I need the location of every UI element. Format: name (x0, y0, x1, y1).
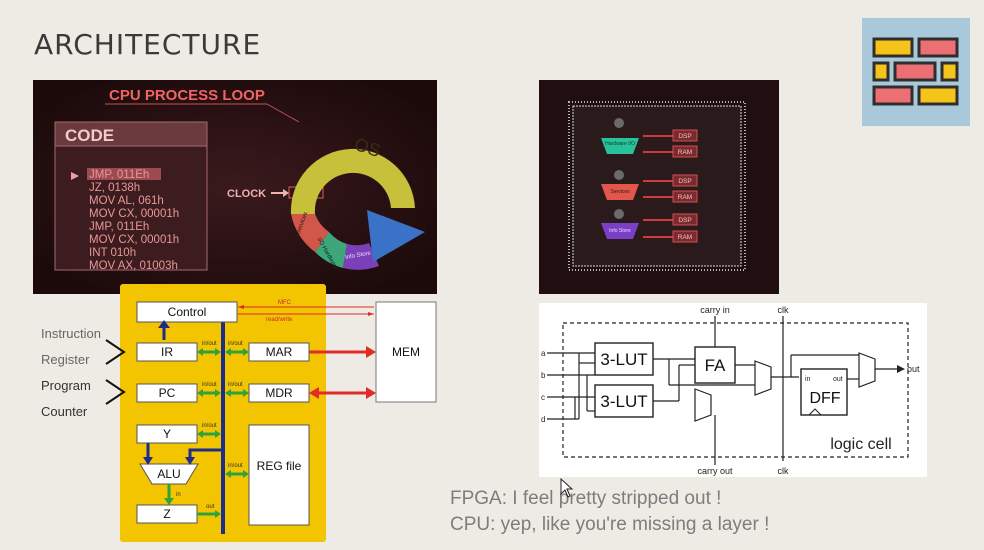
pc-box: PC (159, 386, 176, 400)
inout-label: in/out (228, 463, 243, 469)
carry-in-label: carry in (700, 305, 730, 315)
quote-line-1: FPGA: I feel pretty stripped out ! (450, 488, 722, 509)
inout-label: in/out (202, 423, 217, 429)
code-line: JMP, 011Eh (89, 169, 149, 181)
inout-label: in/out (228, 341, 243, 347)
fpga-panel: Hardware I/O Services Info Store DSP RAM… (539, 80, 779, 294)
register-label: Register (41, 352, 90, 367)
clock-label: CLOCK (227, 188, 266, 200)
fpga-port: RAM (678, 234, 692, 241)
dff-in-label: in (805, 376, 811, 383)
brick-wall-icon (862, 18, 970, 126)
code-line: JZ, 0138h (89, 182, 140, 194)
reg-file-box: REG file (257, 459, 302, 473)
lut-box: 3-LUT (600, 350, 647, 369)
logic-cell-panel: carry in clk carry out clk a b c d 3-LUT… (539, 303, 927, 477)
carry-out-label: carry out (697, 466, 733, 476)
quote-line-2: CPU: yep, like you're missing a layer ! (450, 514, 770, 535)
inout-label: in/out (228, 382, 243, 388)
code-line: MOV CX, 00001h (89, 208, 179, 220)
logic-cell-label: logic cell (830, 436, 891, 453)
inout-label: in/out (202, 341, 217, 347)
fpga-port: RAM (678, 149, 692, 156)
fpga-port: DSP (678, 217, 691, 224)
dff-out-label: out (833, 376, 843, 383)
ring-label: Info Store (345, 250, 372, 261)
cpu-process-loop-panel: CPU PROCESS LOOP CODE JMP, 011Eh JZ, 013… (33, 80, 437, 294)
code-line: INT 010h (89, 247, 136, 259)
program-label: Program (41, 378, 91, 393)
mdr-box: MDR (265, 386, 293, 400)
input-label: d (541, 415, 545, 424)
alu-box: ALU (157, 467, 180, 481)
fpga-block-label: Hardware I/O (605, 141, 635, 147)
code-line: MOV CX, 00001h (89, 234, 179, 246)
fpga-block-label: Info Store (609, 228, 631, 234)
clk-top-label: clk (778, 305, 789, 315)
lut-box: 3-LUT (600, 392, 647, 411)
code-pointer-icon (71, 172, 79, 180)
control-box: Control (168, 305, 207, 319)
input-label: a (541, 349, 546, 358)
ir-box: IR (161, 345, 173, 359)
fa-box: FA (705, 356, 726, 375)
readwrite-label: read/write (266, 317, 293, 323)
loop-arrow-icon (367, 210, 425, 262)
input-label: b (541, 371, 546, 380)
code-label: CODE (65, 126, 114, 145)
dff-box: DFF (809, 390, 840, 407)
fpga-port: DSP (678, 133, 691, 140)
y-box: Y (163, 427, 171, 441)
counter-label: Counter (41, 404, 88, 419)
fpga-port: RAM (678, 194, 692, 201)
in-label: in (176, 492, 181, 498)
mar-box: MAR (266, 345, 293, 359)
mem-box: MEM (392, 345, 420, 359)
input-label: c (541, 393, 545, 402)
mouse-cursor-icon (560, 477, 574, 503)
cpu-loop-heading: CPU PROCESS LOOP (109, 87, 265, 104)
slide-title: ARCHITECTURE (34, 28, 262, 61)
out-label: out (206, 504, 215, 510)
fpga-port: DSP (678, 178, 691, 185)
code-line: MOV AL, 061h (89, 195, 164, 207)
z-box: Z (163, 507, 170, 521)
instruction-label: Instruction (41, 326, 101, 341)
fpga-block-label: Services (610, 189, 630, 195)
code-line: MOV AX, 01003h (89, 260, 178, 272)
out-arrow-label: out (907, 364, 920, 374)
clk-bottom-label: clk (778, 466, 789, 476)
inout-label: in/out (202, 382, 217, 388)
mfc-label: MFC (278, 300, 292, 306)
code-line: JMP, 011Eh (89, 221, 149, 233)
